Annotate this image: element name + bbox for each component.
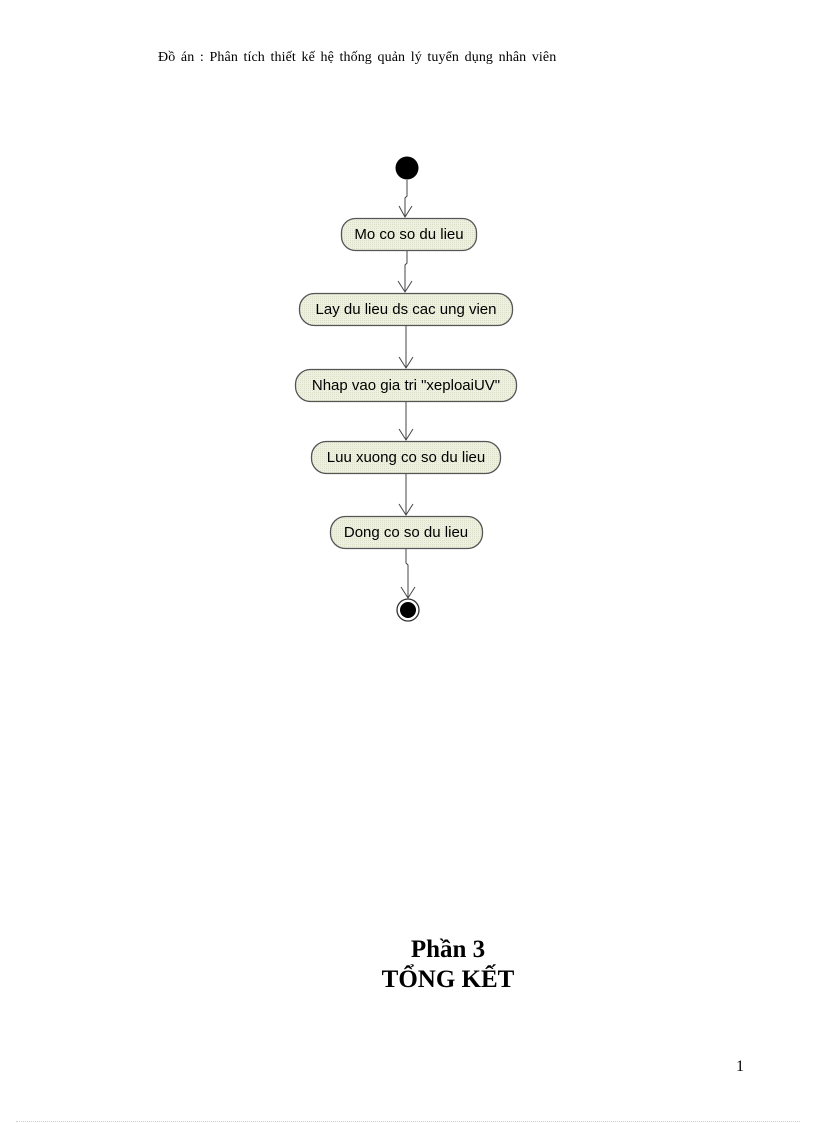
document-header: Đồ án : Phân tích thiết kế hệ thống quản… [158, 50, 557, 65]
action-node-2: Lay du lieu ds cac ung vien [298, 292, 514, 327]
action-label: Luu xuong co so du lieu [327, 449, 485, 466]
end-node-icon [396, 598, 420, 622]
action-label: Dong co so du lieu [344, 524, 468, 541]
action-label: Lay du lieu ds cac ung vien [316, 301, 497, 318]
action-node-3: Nhap vao gia tri "xeploaiUV" [294, 368, 518, 403]
page-number: 1 [736, 1058, 744, 1075]
flow-arrows [397, 180, 416, 599]
action-label: Mo co so du lieu [354, 226, 463, 243]
action-node-5: Dong co so du lieu [329, 515, 484, 550]
action-label: Nhap vao gia tri "xeploaiUV" [312, 377, 500, 394]
activity-diagram: Mo co so du lieu Lay du lieu ds cac ung … [294, 156, 518, 622]
start-node-icon [395, 156, 419, 180]
action-node-1: Mo co so du lieu [340, 217, 478, 252]
section-title: TỔNG KẾT [381, 966, 515, 993]
page-divider [16, 1121, 800, 1122]
action-node-4: Luu xuong co so du lieu [310, 440, 502, 475]
section-part-number: Phần 3 [410, 936, 486, 963]
